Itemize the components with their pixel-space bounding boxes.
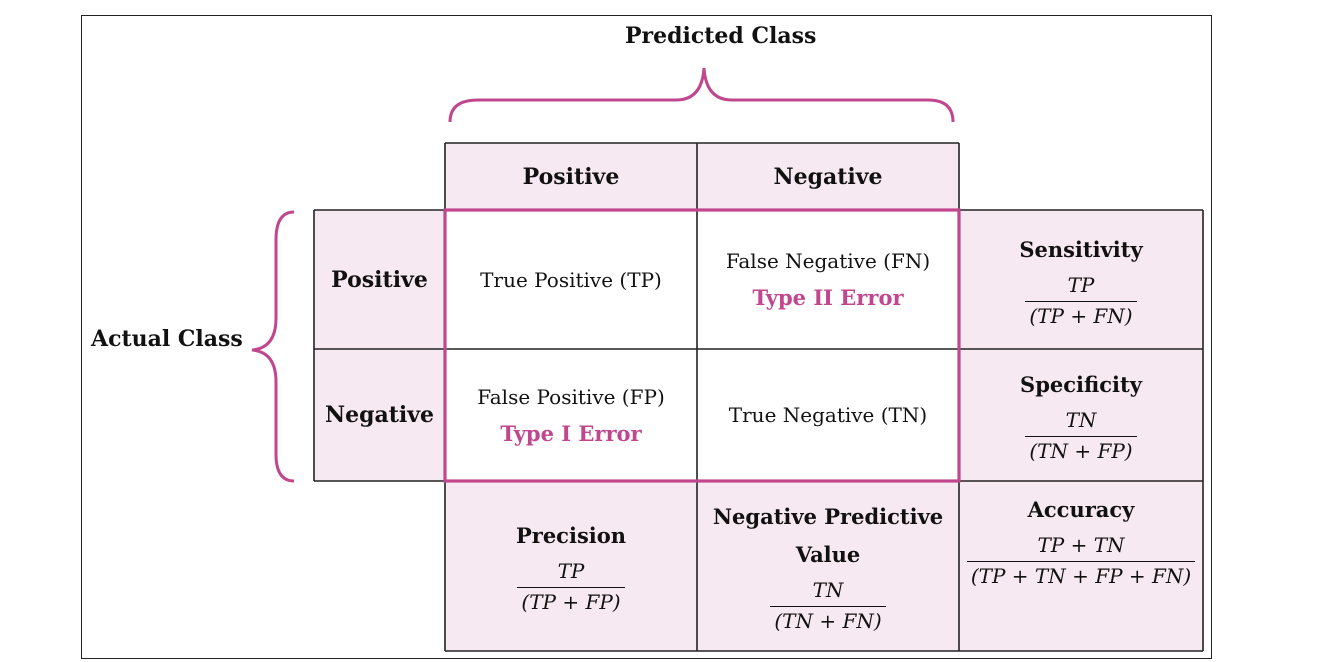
npv-title-line2: Value: [795, 542, 861, 567]
fraction-bar: [1025, 436, 1137, 437]
column-header-positive-label: Positive: [522, 163, 620, 190]
false-negative-text: False Negative (FN): [725, 249, 931, 273]
predicted-class-brace: [448, 67, 955, 123]
specificity-cell: Specificity TN (TN + FP): [959, 349, 1203, 481]
specificity-formula: TN (TN + FP): [1025, 408, 1137, 464]
diagram-frame: [81, 15, 1212, 659]
fraction-bar: [966, 561, 1196, 562]
accuracy-numerator: TP + TN: [1037, 533, 1125, 557]
column-header-negative-label: Negative: [773, 163, 883, 190]
accuracy-title: Accuracy: [1027, 497, 1135, 522]
sensitivity-cell: Sensitivity TP (TP + FN): [959, 210, 1203, 349]
sensitivity-numerator: TP: [1067, 272, 1095, 297]
matrix-highlight-border: [443, 208, 961, 483]
accuracy-cell: Accuracy TP + TN (TP + TN + FP + FN): [959, 481, 1203, 651]
accuracy-formula: TP + TN (TP + TN + FP + FN): [966, 533, 1196, 589]
column-header-negative: Negative: [697, 143, 959, 210]
fraction-bar: [517, 587, 625, 588]
npv-title-line1: Negative Predictive: [712, 504, 944, 529]
type-ii-error-label: Type II Error: [752, 285, 904, 310]
npv-formula: TN (TN + FN): [770, 578, 886, 634]
specificity-denominator: (TN + FP): [1029, 439, 1133, 463]
cell-true-negative: True Negative (TN): [697, 349, 959, 481]
sensitivity-denominator: (TP + FN): [1029, 303, 1133, 328]
row-header-positive-label: Positive: [331, 266, 428, 293]
sensitivity-formula: TP (TP + FN): [1025, 272, 1137, 329]
npv-cell: Negative Predictive Value TN (TN + FN): [697, 481, 959, 651]
fraction-bar: [1025, 300, 1137, 302]
precision-numerator: TP: [557, 559, 585, 583]
precision-formula: TP (TP + FP): [517, 559, 625, 615]
cell-false-positive: False Positive (FP) Type I Error: [445, 349, 697, 481]
npv-denominator: (TN + FN): [774, 609, 882, 633]
npv-numerator: TN: [812, 578, 844, 602]
fraction-bar: [770, 606, 886, 607]
row-header-negative-label: Negative: [324, 402, 435, 428]
cell-true-positive: True Positive (TP): [445, 210, 697, 349]
true-positive-text: True Positive (TP): [480, 267, 662, 292]
specificity-numerator: TN: [1065, 408, 1097, 432]
sensitivity-title: Sensitivity: [1019, 236, 1143, 262]
column-header-positive: Positive: [445, 143, 697, 210]
accuracy-denominator: (TP + TN + FP + FN): [970, 564, 1192, 588]
actual-class-label: Actual Class: [91, 326, 243, 352]
actual-class-brace: [251, 210, 295, 483]
predicted-class-label: Predicted Class: [625, 23, 817, 49]
specificity-title: Specificity: [1020, 372, 1142, 397]
false-positive-text: False Positive (FP): [477, 384, 665, 409]
true-negative-text: True Negative (TN): [728, 403, 928, 427]
type-i-error-label: Type I Error: [500, 420, 642, 446]
precision-title: Precision: [515, 523, 627, 548]
precision-denominator: (TP + FP): [521, 590, 621, 614]
cell-false-negative: False Negative (FN) Type II Error: [697, 210, 959, 349]
row-header-negative: Negative: [314, 349, 445, 481]
precision-cell: Precision TP (TP + FP): [445, 481, 697, 651]
row-header-positive: Positive: [314, 210, 445, 349]
